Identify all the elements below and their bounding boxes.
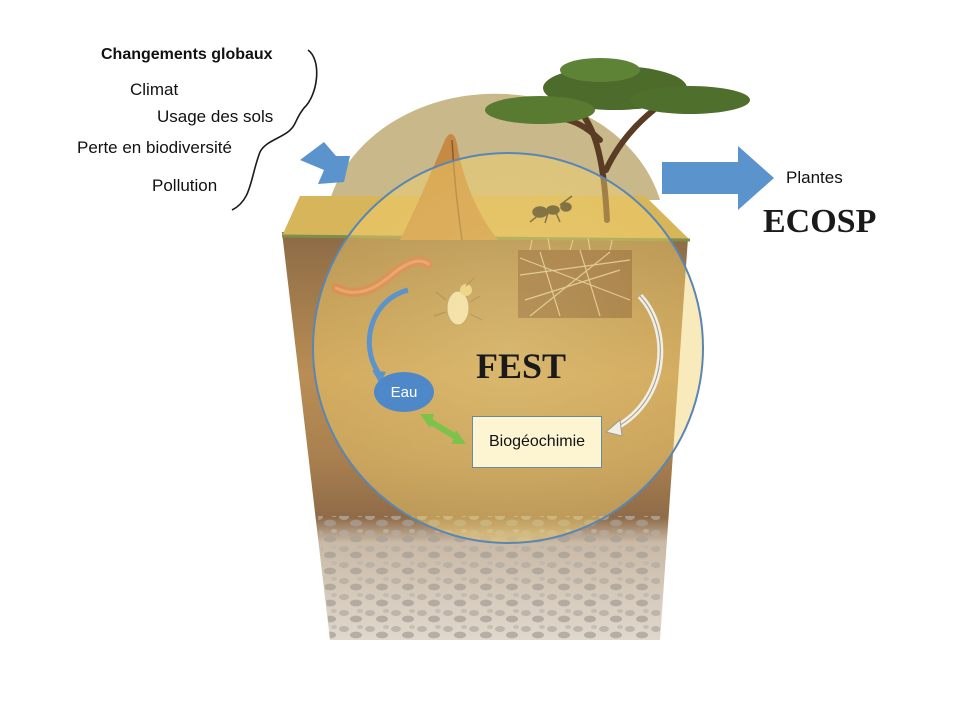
curly-brace — [231, 49, 318, 211]
eau-node — [374, 372, 434, 412]
double-arrow-icon — [420, 414, 466, 444]
eau-label: Eau — [390, 383, 418, 401]
biogeochemistry-box: Biogéochimie — [472, 416, 602, 468]
plants-label: Plantes — [786, 168, 843, 187]
change-climat-label: Climat — [130, 80, 179, 99]
biogeochemistry-label: Biogéochimie — [488, 433, 586, 450]
fest-label: FEST — [476, 346, 567, 386]
global-changes-title: Changements globaux — [101, 46, 273, 63]
input-arrow — [300, 142, 350, 184]
change-pollution-label: Pollution — [152, 176, 218, 195]
change-land-use-label: Usage des sols — [157, 107, 274, 126]
change-biodiversity-label: Perte en biodiversité — [77, 138, 232, 157]
left-cycle-arrow — [366, 287, 409, 374]
tree-icon — [485, 58, 750, 223]
fest-bubble — [312, 152, 704, 544]
ecosp-label: ECOSP — [763, 203, 877, 240]
gravel-layer — [318, 516, 660, 640]
output-arrow — [662, 146, 774, 210]
